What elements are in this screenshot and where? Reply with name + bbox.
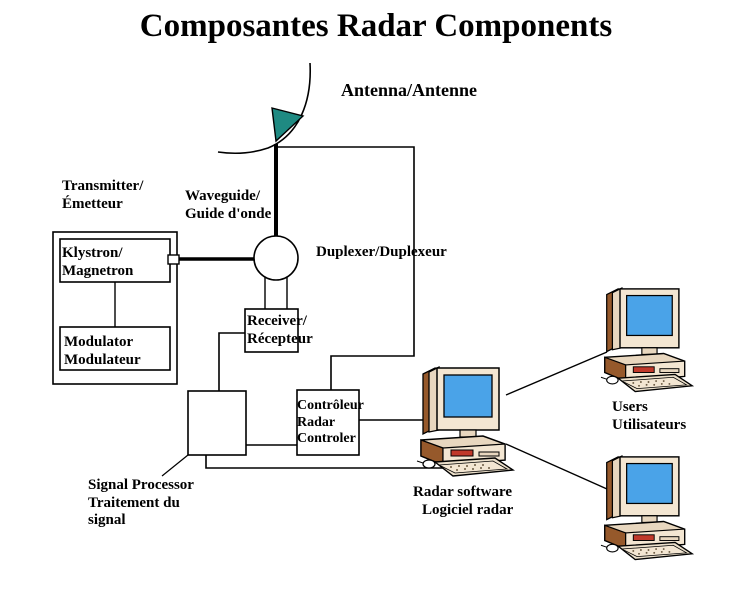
label-users: Users Utilisateurs xyxy=(612,399,687,433)
receiver-processor-line xyxy=(218,332,245,391)
label-receiver: Receiver/ Récepteur xyxy=(247,313,313,347)
page-title: Composantes Radar Components xyxy=(139,8,613,44)
antenna-feed-triangle xyxy=(271,107,305,143)
processor-leader-line xyxy=(161,454,189,477)
label-transmitter: Transmitter/ Émetteur xyxy=(62,178,144,212)
transmitter-box xyxy=(52,231,178,385)
computer-icon-user-top xyxy=(600,286,695,393)
label-radar-software-line2: Logiciel radar xyxy=(422,501,514,518)
label-signal-processor: Signal Processor Traitement du signal xyxy=(88,477,194,529)
label-radar-software-line1: Radar software xyxy=(413,484,513,500)
receiver-box xyxy=(244,308,299,353)
computer-user-bottom-link xyxy=(505,443,608,490)
antenna-dish-arc xyxy=(217,62,311,154)
computer-icon-center xyxy=(416,365,516,477)
label-modulator: Modulator Modulateur xyxy=(64,334,141,368)
computer-user-top-link xyxy=(505,351,608,396)
label-klystron: Klystron/ Magnetron xyxy=(62,245,134,279)
computer-icon-user-bottom xyxy=(600,454,695,561)
label-waveguide: Waveguide/ Guide d'onde xyxy=(185,188,272,222)
label-antenna: Antenna/Antenne xyxy=(341,80,478,100)
duplexer-circle xyxy=(253,235,299,281)
antenna-control-line xyxy=(276,146,415,390)
waveguide-connector xyxy=(167,254,180,265)
radar-controller-box xyxy=(296,389,360,456)
signal-processor-box xyxy=(187,390,247,456)
label-duplexer: Duplexer/Duplexeur xyxy=(316,244,447,260)
label-radar-controller: Contrôleur Radar Controler xyxy=(297,398,364,447)
